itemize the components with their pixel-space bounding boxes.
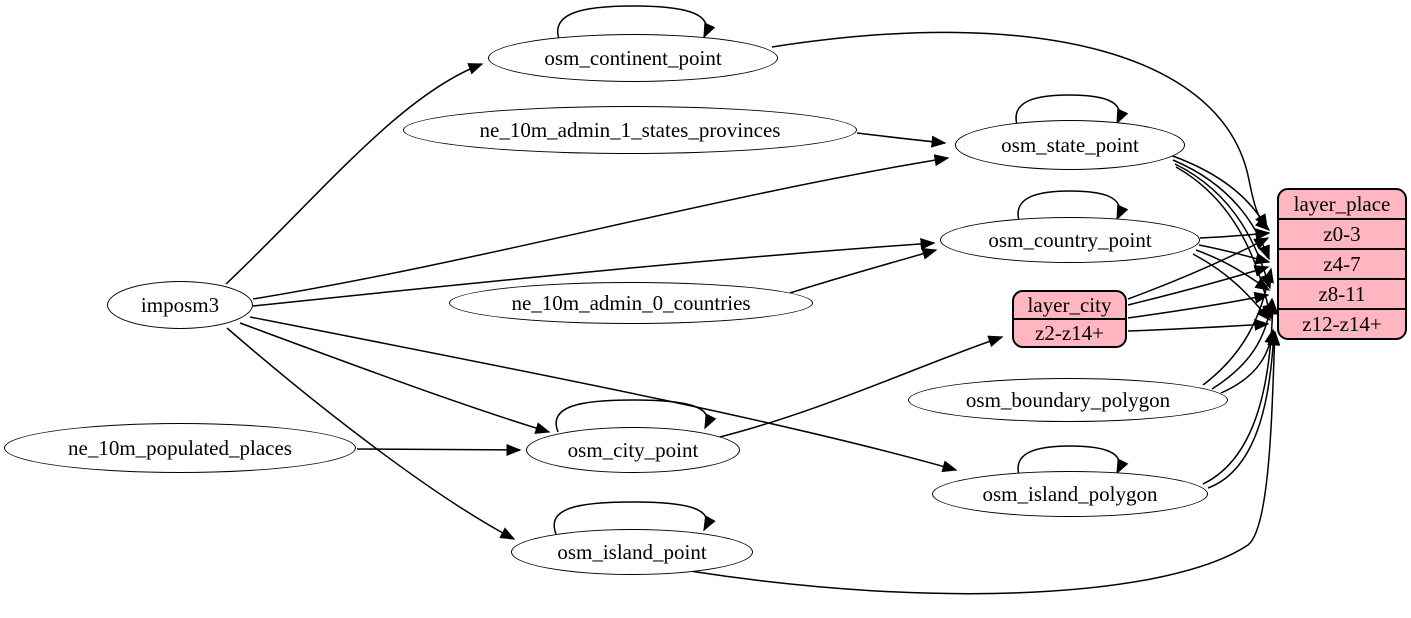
node-osm-state-point-label: osm_state_point xyxy=(1001,132,1139,157)
node-ne-10m-populated-places: ne_10m_populated_places xyxy=(4,423,356,473)
node-imposm3-label: imposm3 xyxy=(140,292,220,317)
node-osm-island-point: osm_island_point xyxy=(511,529,753,575)
edge-layer_city-layer_place-z12-z14 xyxy=(1127,318,1270,332)
node-ne-10m-admin-0-countries: ne_10m_admin_0_countries xyxy=(449,282,813,324)
edge-imposm3-osm_continent_point xyxy=(225,63,484,285)
edge-selfloop-osm_country_point xyxy=(1017,190,1129,225)
edge-ne_10m_admin_0_countries-osm_country_point xyxy=(789,247,938,294)
edge-osm_island_polygon-layer_place-z8-11 xyxy=(1202,299,1279,485)
edge-osm_boundary_polygon-layer_place-z4-7 xyxy=(1202,267,1274,386)
node-layer-place: layer_place z0-3 z4-7 z8-11 z12-z14+ xyxy=(1277,188,1407,340)
edge-selfloop-osm_city_point xyxy=(555,399,717,433)
edge-imposm3-osm_island_point xyxy=(226,327,516,540)
edge-osm_island_polygon-layer_place-z12-z14 xyxy=(1207,330,1280,489)
edge-osm_state_point-layer_place-z0-3 xyxy=(1169,154,1268,230)
node-osm-city-point: osm_city_point xyxy=(526,427,740,473)
layer-city-header: layer_city xyxy=(1027,292,1112,317)
layer-place-row-z4-7: z4-7 xyxy=(1279,248,1405,278)
node-osm-country-point: osm_country_point xyxy=(940,217,1200,263)
node-ne-10m-admin-0-countries-label: ne_10m_admin_0_countries xyxy=(511,290,751,315)
edge-osm_country_point-layer_place-z4-7 xyxy=(1198,244,1271,265)
edge-ne_10m_populated_places-osm_city_point xyxy=(356,443,522,456)
edge-osm_island_point-layer_place-z12-z14 xyxy=(689,330,1281,595)
node-osm-island-point-label: osm_island_point xyxy=(557,539,707,564)
edge-imposm3-osm_state_point xyxy=(252,154,950,300)
node-ne-10m-admin-1-states-provinces: ne_10m_admin_1_states_provinces xyxy=(403,106,857,154)
edge-selfloop-osm_state_point xyxy=(1015,94,1129,129)
node-osm-country-point-label: osm_country_point xyxy=(988,227,1152,252)
layer-place-row-z12-z14: z12-z14+ xyxy=(1279,308,1405,338)
node-osm-state-point: osm_state_point xyxy=(955,120,1185,170)
layer-place-row-z0-3: z0-3 xyxy=(1279,218,1405,248)
edge-selfloop-osm_island_point xyxy=(553,501,716,535)
node-osm-continent-point-label: osm_continent_point xyxy=(544,45,722,70)
edge-imposm3-osm_country_point xyxy=(252,237,936,307)
node-imposm3: imposm3 xyxy=(107,281,253,329)
edge-osm_country_point-layer_place-z0-3 xyxy=(1199,228,1271,241)
edge-imposm3-osm_island_polygon xyxy=(249,316,958,473)
edge-osm_continent_point-layer_place-z0-3 xyxy=(771,31,1271,232)
node-osm-boundary-polygon: osm_boundary_polygon xyxy=(908,378,1228,422)
layer-place-row-z8-11: z8-11 xyxy=(1279,278,1405,308)
edge-layer_city-layer_place-z0-3 xyxy=(1127,237,1270,300)
edge-ne_10m_admin_1_states_provinces-osm_state_point xyxy=(856,132,947,148)
node-osm-city-point-label: osm_city_point xyxy=(567,437,699,462)
node-osm-boundary-polygon-label: osm_boundary_polygon xyxy=(965,387,1171,412)
edge-layer_city-layer_place-z4-7 xyxy=(1127,265,1270,306)
edge-imposm3-osm_city_point xyxy=(239,322,551,434)
layer-place-header: layer_place xyxy=(1293,191,1391,216)
node-ne-10m-admin-1-states-provinces-label: ne_10m_admin_1_states_provinces xyxy=(479,117,781,142)
node-layer-city: layer_city z2-z14+ xyxy=(1012,290,1127,348)
edge-selfloop-osm_continent_point xyxy=(557,5,716,43)
node-osm-island-polygon-label: osm_island_polygon xyxy=(982,481,1158,506)
edge-osm_country_point-layer_place-z12-z14 xyxy=(1192,253,1271,322)
node-osm-island-polygon: osm_island_polygon xyxy=(932,471,1208,517)
edge-layer_city-layer_place-z8-11 xyxy=(1127,291,1270,319)
edge-osm_state_point-layer_place-z8-11 xyxy=(1174,163,1272,290)
layer-city-row-z2-z14: z2-z14+ xyxy=(1014,318,1125,346)
node-osm-continent-point: osm_continent_point xyxy=(488,34,778,82)
edge-selfloop-osm_island_polygon xyxy=(1017,445,1129,479)
edge-osm_city_point-layer_city-z2-z14 xyxy=(715,335,1004,439)
node-ne-10m-populated-places-label: ne_10m_populated_places xyxy=(68,435,292,460)
